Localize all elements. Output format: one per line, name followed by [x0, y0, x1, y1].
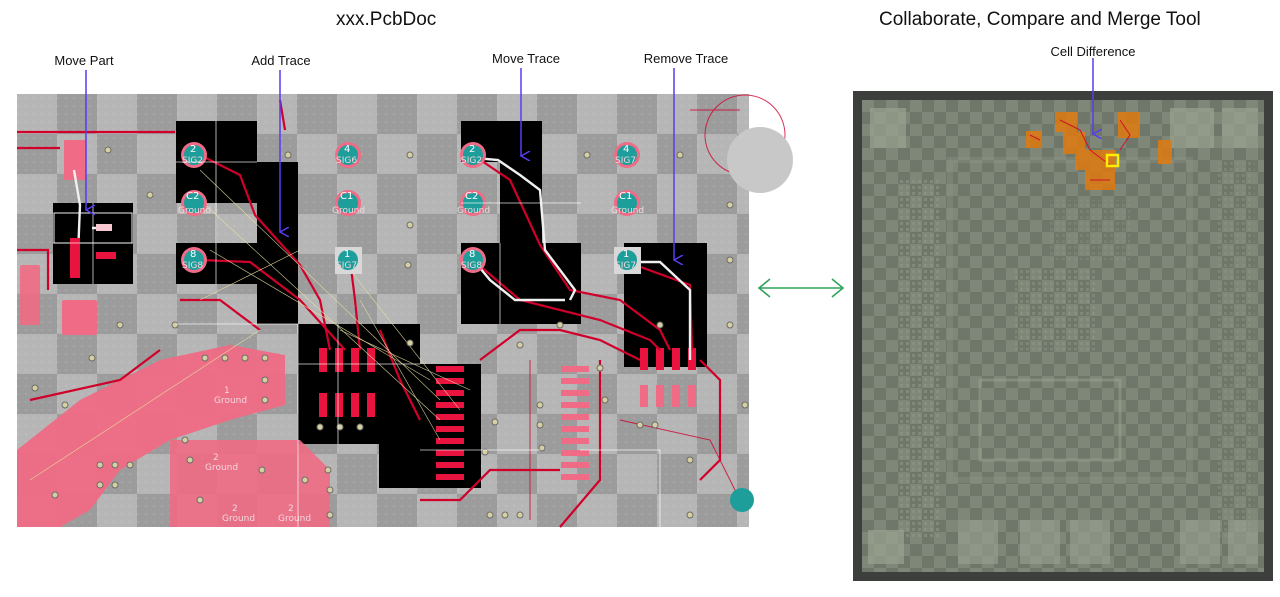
svg-text:4: 4 [344, 144, 350, 155]
svg-text:SIG2: SIG2 [461, 156, 482, 166]
svg-text:Ground: Ground [178, 206, 211, 216]
svg-text:2: 2 [469, 144, 475, 155]
pour-labels: 1 Ground 2 Ground 2 Ground 2 Ground [205, 386, 311, 524]
svg-text:C1: C1 [340, 191, 353, 202]
pcb-document-title: xxx.PcbDoc [336, 9, 437, 30]
add-trace-label: Add Trace [251, 53, 311, 68]
svg-text:1: 1 [224, 386, 230, 396]
vias [31, 146, 749, 519]
svg-text:2: 2 [190, 144, 196, 155]
ratsnest-lines [29, 169, 471, 481]
pad-sig7-b: 4 SIG7 [614, 142, 640, 168]
cell-grid [53, 121, 661, 527]
svg-text:SIG8: SIG8 [461, 261, 482, 271]
pad-sig6-a: 4 SIG6 [335, 142, 361, 168]
svg-text:SIG6: SIG6 [336, 156, 357, 166]
svg-text:2: 2 [232, 504, 238, 514]
svg-text:8: 8 [190, 249, 196, 260]
component-pads: 2 SIG2 C2 Ground 8 SIG8 4 SIG6 C1 Gr [178, 142, 754, 512]
svg-text:Ground: Ground [205, 463, 238, 473]
svg-text:2: 2 [288, 504, 294, 514]
mounting-hole [727, 127, 793, 193]
ccm-canvas[interactable] [853, 91, 1273, 581]
cell-difference-highlights [1026, 112, 1172, 190]
remove-trace-label: Remove Trace [643, 51, 729, 66]
svg-text:Ground: Ground [222, 514, 255, 524]
cell-difference-traces [1029, 119, 1131, 181]
pad-sig7-a: 1 SIG7 [335, 247, 362, 274]
thin-outlines [529, 94, 786, 520]
svg-text:1: 1 [344, 249, 350, 260]
pad-ground-c1: C1 Ground [332, 190, 365, 216]
svg-text:SIG8: SIG8 [182, 261, 203, 271]
pad-sig2-a: 2 SIG2 [181, 142, 207, 168]
svg-text:C2: C2 [465, 191, 478, 202]
svg-text:C2: C2 [186, 191, 199, 202]
svg-text:Ground: Ground [214, 396, 247, 406]
svg-text:SIG7: SIG7 [615, 261, 636, 271]
svg-text:2: 2 [213, 453, 219, 463]
ccm-board-features [868, 108, 1258, 564]
svg-text:SIG7: SIG7 [336, 261, 357, 271]
cell-difference-label: Cell Difference [1050, 44, 1136, 59]
svg-text:C1: C1 [619, 191, 632, 202]
diff-marker[interactable] [1105, 153, 1120, 168]
pad-sig8-a: 8 SIG8 [181, 247, 207, 273]
move-trace-label: Move Trace [492, 51, 560, 66]
edge-pad [730, 488, 754, 512]
svg-text:8: 8 [469, 249, 475, 260]
svg-text:Ground: Ground [332, 206, 365, 216]
pad-sig8-b: 8 SIG8 [460, 247, 486, 273]
smd-pads-pink [64, 140, 696, 480]
svg-text:1: 1 [623, 249, 629, 260]
svg-text:4: 4 [623, 144, 629, 155]
smd-pads [319, 348, 696, 480]
svg-text:Ground: Ground [278, 514, 311, 524]
svg-text:SIG7: SIG7 [615, 156, 636, 166]
ccm-tool-title: Collaborate, Compare and Merge Tool [879, 9, 1201, 30]
annotation-arrows [86, 68, 674, 260]
compare-link-arrow [757, 278, 845, 298]
pad-sig2-b: 2 SIG2 [460, 142, 486, 168]
svg-text:Ground: Ground [457, 206, 490, 216]
pad-ground-c1-b: C1 Ground [611, 190, 644, 216]
pad-sig7-c: 1 SIG7 [614, 247, 641, 274]
pcb-canvas[interactable]: 2 SIG2 C2 Ground 8 SIG8 4 SIG6 C1 Gr [17, 94, 793, 528]
move-part-label: Move Part [54, 53, 114, 68]
pad-ground-c2: C2 Ground [178, 190, 211, 216]
svg-text:SIG2: SIG2 [182, 156, 203, 166]
svg-text:Ground: Ground [611, 206, 644, 216]
copper-pour [17, 265, 330, 527]
